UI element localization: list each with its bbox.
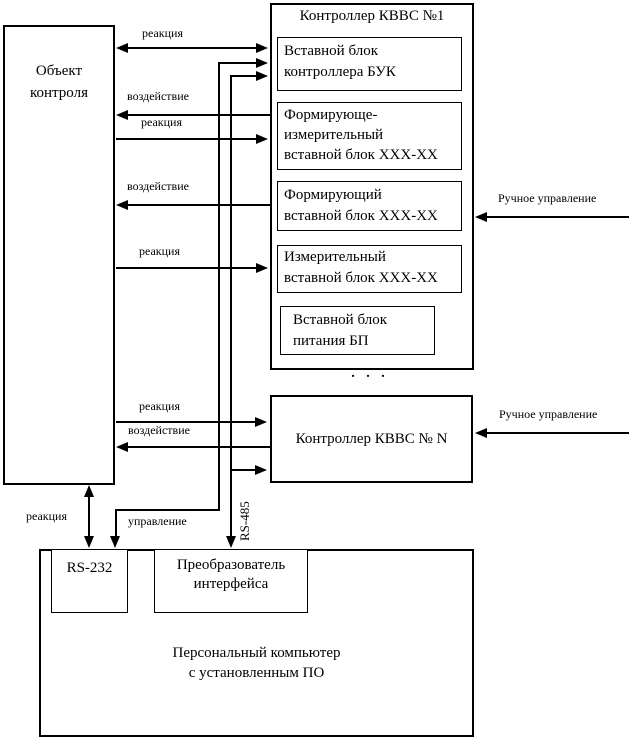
power-block: Вставной блок питания БП (280, 306, 435, 355)
influence2-label: воздействие (127, 179, 189, 193)
manual-control2-arrowhead (475, 428, 487, 438)
reaction3-arrowhead (256, 263, 268, 273)
control-bus-top-line (219, 62, 258, 64)
control-label: управление (128, 514, 187, 528)
controllerN-title: Контроллер КВВС № N (295, 431, 448, 447)
buk-label-line1: Вставной блок (284, 43, 378, 59)
controllers-ellipsis: . . . (351, 366, 389, 381)
influence1-line (126, 114, 270, 116)
reaction2-arrowhead (256, 134, 268, 144)
power-label-line1: Вставной блок (293, 312, 387, 328)
influence1-label: воздействие (127, 89, 189, 103)
reaction4-label: реакция (139, 399, 180, 413)
forming-measuring-block: Формирующе- измерительный вставной блок … (277, 102, 462, 170)
interface-converter-block: Преобразователь интерфейса (154, 549, 308, 613)
reaction1-arrowhead-left (116, 43, 128, 53)
interface-converter-label-line2: интерфейса (193, 576, 269, 592)
reaction4-arrowhead (255, 417, 267, 427)
influence1-arrowhead (116, 110, 128, 120)
forming-label-line2: вставной блок XXX-XX (284, 208, 438, 224)
reaction3-line (116, 267, 258, 269)
influence2-line (126, 204, 270, 206)
interface-converter-label-line1: Преобразователь (176, 557, 286, 573)
reaction5-line (88, 494, 90, 538)
manual-control1-arrowhead (475, 212, 487, 222)
manual-control2-label: Ручное управление (499, 407, 598, 421)
measuring-label-line2: вставной блок XXX-XX (284, 270, 438, 286)
buk-block: Вставной блок контроллера БУК (277, 37, 462, 91)
measuring-label-line1: Измерительный (284, 249, 386, 265)
control-bus-down-arrowhead (110, 536, 120, 548)
reaction4-line (116, 421, 257, 423)
reaction3-label: реакция (139, 244, 180, 258)
control-bus-arrowhead (256, 58, 268, 68)
rs485-bus-top-line (231, 75, 258, 77)
control-bus-vertical (218, 62, 220, 511)
reaction2-line (116, 138, 258, 140)
rs232-block: RS-232 (51, 549, 128, 613)
pc-label-line1: Персональный компьютер (172, 645, 341, 661)
reaction5-arrowhead-up (84, 485, 94, 497)
controller1-title: Контроллер КВВС №1 (299, 8, 445, 24)
object-block-label-line1: Объект (35, 63, 83, 79)
reaction1-label: реакция (142, 26, 183, 40)
forming-label-line1: Формирующий (284, 187, 382, 203)
power-label-line2: питания БП (293, 333, 369, 349)
influence3-arrowhead (116, 442, 128, 452)
reaction5-label: реакция (26, 509, 67, 523)
reaction5-arrowhead-down (84, 536, 94, 548)
rs485-bus-vertical (230, 75, 232, 538)
forming-measuring-label-line2: измерительный (284, 127, 384, 143)
forming-measuring-label-line3: вставной блок XXX-XX (284, 147, 438, 163)
reaction2-label: реакция (141, 115, 182, 129)
control-bus-elbow (115, 509, 220, 511)
reaction1-arrowhead-right (256, 43, 268, 53)
rs232-label: RS-232 (66, 560, 113, 576)
rs485-bus-top-arrowhead (256, 71, 268, 81)
manual-control2-line (485, 432, 629, 434)
influence3-line (126, 446, 270, 448)
measuring-block: Измерительный вставной блок XXX-XX (277, 245, 462, 293)
rs485-branch-arrowhead (255, 465, 267, 475)
object-block-label-line2: контроля (30, 85, 88, 101)
manual-control1-line (485, 216, 629, 218)
pc-label-line2: с установленным ПО (188, 665, 325, 681)
forming-block: Формирующий вставной блок XXX-XX (277, 181, 462, 231)
influence3-label: воздействие (128, 423, 190, 437)
manual-control1-label: Ручное управление (498, 191, 597, 205)
reaction1-line (126, 47, 258, 49)
rs485-branch-line (231, 469, 257, 471)
influence2-arrowhead (116, 200, 128, 210)
rs485-bus-down-arrowhead (226, 536, 236, 548)
controllerN-block: Контроллер КВВС № N (270, 395, 473, 483)
forming-measuring-label-line1: Формирующе- (284, 107, 378, 123)
rs485-label: RS-485 (237, 501, 252, 541)
object-block: Объект контроля (3, 25, 115, 485)
buk-label-line2: контроллера БУК (284, 64, 396, 80)
control-bus-drop (115, 510, 117, 538)
